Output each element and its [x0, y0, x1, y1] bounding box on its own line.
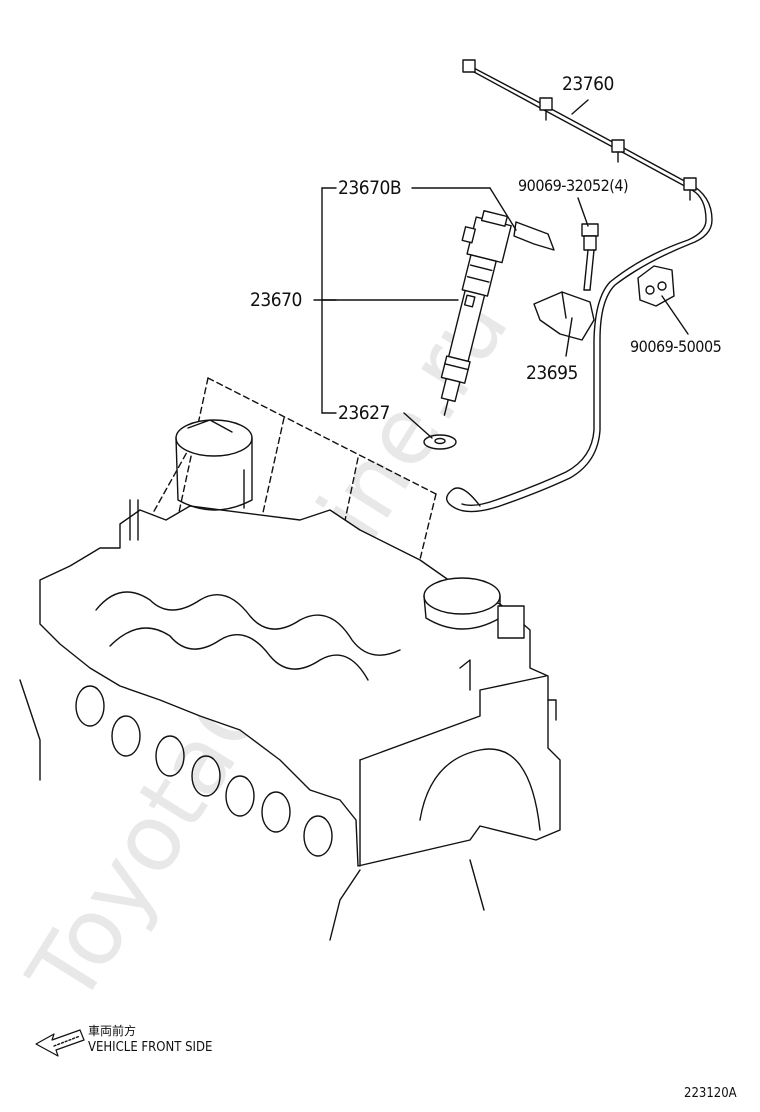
label-23670: 23670	[250, 289, 302, 311]
fuel-return-pipe	[446, 59, 713, 513]
injector-clamp	[533, 291, 595, 341]
label-90069-32052: 90069-32052(4)	[518, 176, 629, 195]
label-23760: 23760	[562, 73, 614, 95]
label-23627: 23627	[338, 402, 390, 424]
figure-code: 223120A	[684, 1086, 737, 1101]
vehicle-front-arrow-icon	[35, 1029, 85, 1057]
legend-vehicle-front-jp: 車両前方	[88, 1024, 137, 1038]
legend-vehicle-front-en: VEHICLE FRONT SIDE	[88, 1040, 213, 1055]
label-23670b: 23670B	[338, 177, 402, 199]
bolt	[581, 223, 599, 291]
gasket	[513, 221, 555, 251]
leader-lines	[313, 187, 689, 439]
cylinder-head	[19, 419, 561, 941]
washer	[423, 434, 457, 450]
label-90069-50005: 90069-50005	[630, 337, 722, 356]
fuel-injector	[440, 210, 512, 416]
label-23695: 23695	[526, 362, 578, 384]
cap	[637, 265, 675, 307]
